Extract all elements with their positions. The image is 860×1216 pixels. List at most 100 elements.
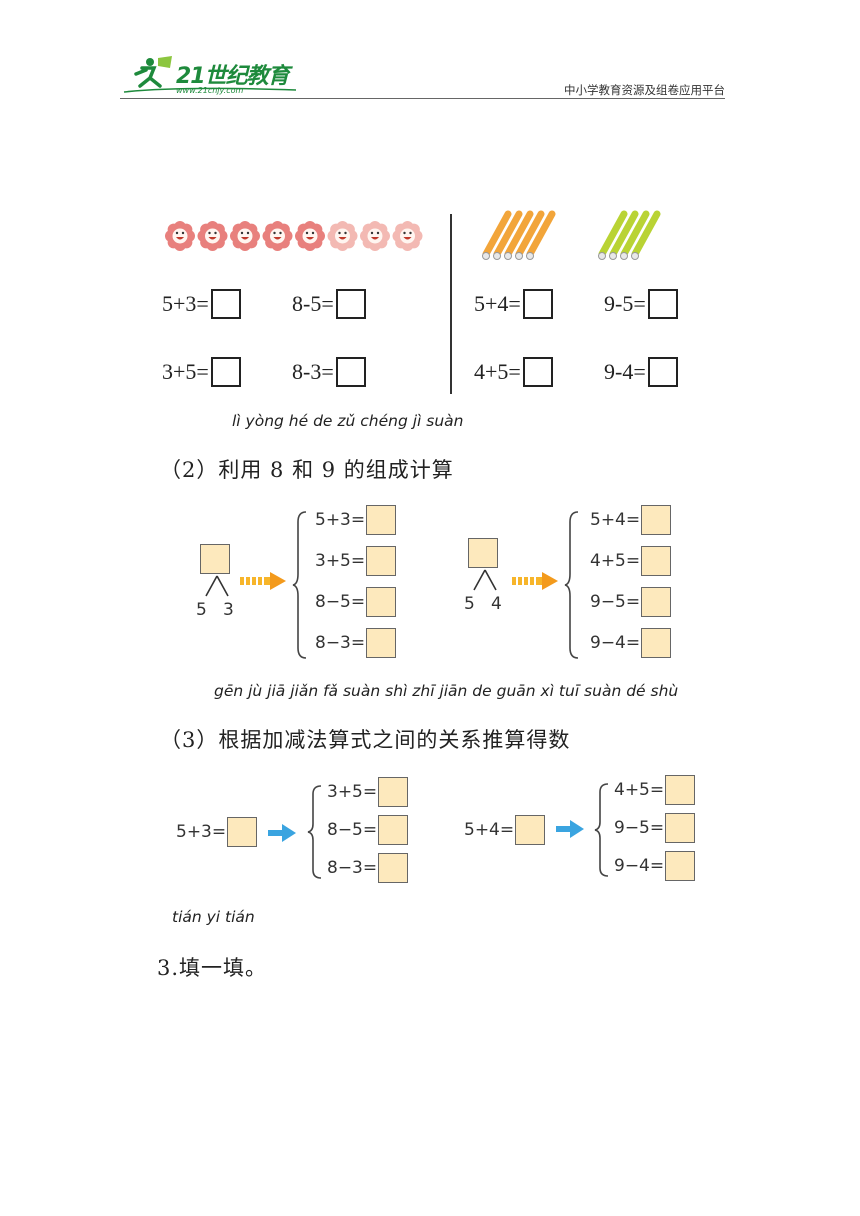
answer-box[interactable] [641,505,672,535]
answer-box[interactable] [665,813,696,843]
section-heading: （2）利用 8 和 9 的组成计算 [160,458,454,482]
green-stick [631,210,661,258]
part-number: 4 [491,594,502,614]
logo-text: 21世纪教育 [176,64,290,89]
answer-box[interactable] [227,817,258,847]
equation-item: 8−5= [315,586,397,618]
branch-lines [473,569,497,591]
equation-item: 8-3= [292,356,366,388]
stick-tip [526,252,534,260]
orange-stick [482,210,512,258]
stick-tip [482,252,490,260]
decomposition-group-8: 5 3 5+3= 3+5= 8−5= 8−3= [196,504,416,664]
equation-item: 3+5= [315,545,397,577]
equation-item: 5+3= [315,504,397,536]
curly-brace [292,511,307,659]
answer-box[interactable] [366,628,397,658]
stick-tip [631,252,639,260]
part-number: 3 [223,600,234,620]
stick-tip [493,252,501,260]
counting-section: 5+3= 8-5= 3+5= 8-3= 5+4= 9-5= 4+5= 9-4= [160,210,720,400]
answer-box[interactable] [378,815,409,845]
equation-item: 9−4= [590,627,672,659]
answer-box[interactable] [335,357,366,387]
answer-box[interactable] [647,289,678,319]
start-equation: 5+4= [464,814,546,846]
flower-row [165,221,423,251]
curly-brace [564,511,579,659]
answer-box[interactable] [522,357,553,387]
blue-arrow-icon [268,824,296,842]
branch-lines [205,575,229,597]
flower-icon [360,221,390,251]
blue-arrow-icon [556,820,584,838]
answer-box[interactable] [641,546,672,576]
decomposition-group-9: 5 4 5+4= 4+5= 9−5= 9−4= [464,504,684,664]
answer-box[interactable] [210,357,241,387]
answer-box[interactable] [641,628,672,658]
pinyin-line: gēn jù jiā jiǎn fǎ suàn shì zhī jiān de … [214,682,679,700]
answer-box[interactable] [366,546,397,576]
orange-arrow-icon [240,572,286,590]
orange-stick [504,210,534,258]
stick-tip [504,252,512,260]
pinyin-line: lì yòng hé de zǔ chéng jì suàn [232,412,464,430]
orange-stick [515,210,545,258]
green-stick [609,210,639,258]
orange-stick [493,210,523,258]
answer-box[interactable] [335,289,366,319]
answer-box[interactable] [665,851,696,881]
answer-box[interactable] [647,357,678,387]
part-number: 5 [196,600,207,620]
relation-group-9: 5+4= 4+5= 9−5= 9−4= [464,774,704,884]
vertical-divider [450,214,452,394]
section-heading: 3.填一填。 [157,956,268,980]
start-equation: 5+3= [176,816,258,848]
counting-sticks [482,210,661,260]
equation-item: 9−5= [590,586,672,618]
flower-icon [165,221,195,251]
equation-item: 9−4= [614,850,696,882]
flower-icon [262,221,293,251]
answer-box[interactable] [378,777,409,807]
orange-arrow-icon [512,572,558,590]
equation-item: 3+5= [327,776,409,808]
flower-icon [197,221,228,251]
equation-item: 9-4= [604,356,678,388]
answer-box[interactable] [366,587,397,617]
equation-item: 4+5= [590,545,672,577]
flower-icon [230,221,260,251]
equation-item: 9−5= [614,812,696,844]
equation-item: 8−5= [327,814,409,846]
green-stick [598,210,628,258]
runner-logo-icon [123,56,297,93]
answer-box[interactable] [522,289,553,319]
part-number: 5 [464,594,475,614]
answer-box[interactable] [210,289,241,319]
answer-box[interactable] [366,505,397,535]
equation-item: 4+5= [474,356,553,388]
equation-item: 5+4= [590,504,672,536]
equation-item: 8−3= [327,852,409,884]
answer-box[interactable] [515,815,546,845]
logo-url: www.21cnjy.com [176,86,244,95]
answer-box[interactable] [665,775,696,805]
relation-group-8: 5+3= 3+5= 8−5= 8−3= [176,776,416,886]
equation-item: 4+5= [614,774,696,806]
section-heading: （3）根据加减法算式之间的关系推算得数 [160,728,571,752]
answer-box[interactable] [641,587,672,617]
green-stick [620,210,650,258]
orange-stick [526,210,556,258]
pinyin-line: tián yi tián [172,908,255,926]
equation-item: 3+5= [162,356,241,388]
stick-tip [609,252,617,260]
stick-tip [598,252,606,260]
flower-icon [327,221,358,251]
curly-brace [594,783,609,877]
flower-icon [295,221,325,251]
stick-tip [515,252,523,260]
total-box[interactable] [200,544,230,574]
total-box[interactable] [468,538,498,568]
answer-box[interactable] [378,853,409,883]
equation-item: 8-5= [292,288,366,320]
